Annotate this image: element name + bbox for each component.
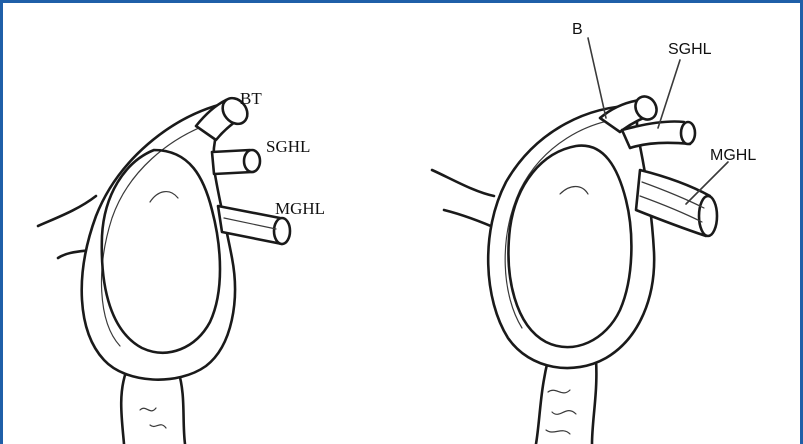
- label-b: B: [572, 21, 583, 38]
- left-neck-texture: [140, 408, 166, 428]
- label-sghl-right: SGHL: [668, 41, 712, 58]
- leader-sghl: [658, 60, 680, 128]
- right-scapular-projection: [432, 170, 500, 230]
- label-sghl-left: SGHL: [266, 137, 310, 156]
- label-mghl-right: MGHL: [710, 147, 756, 164]
- left-labrum-outer: [82, 104, 235, 380]
- right-mghl-end: [699, 196, 717, 236]
- label-bt: BT: [240, 89, 262, 108]
- label-mghl-left: MGHL: [275, 199, 325, 218]
- left-mghl-end: [274, 218, 290, 244]
- left-labrum-figure: BT SGHL MGHL: [38, 89, 325, 444]
- right-sghl-end: [681, 122, 695, 144]
- right-neck-texture: [546, 390, 576, 434]
- left-sghl-end: [244, 150, 260, 172]
- leader-b: [588, 38, 606, 118]
- left-scapular-neck: [121, 370, 185, 444]
- right-labrum-figure: B SGHL MGHL: [432, 21, 756, 444]
